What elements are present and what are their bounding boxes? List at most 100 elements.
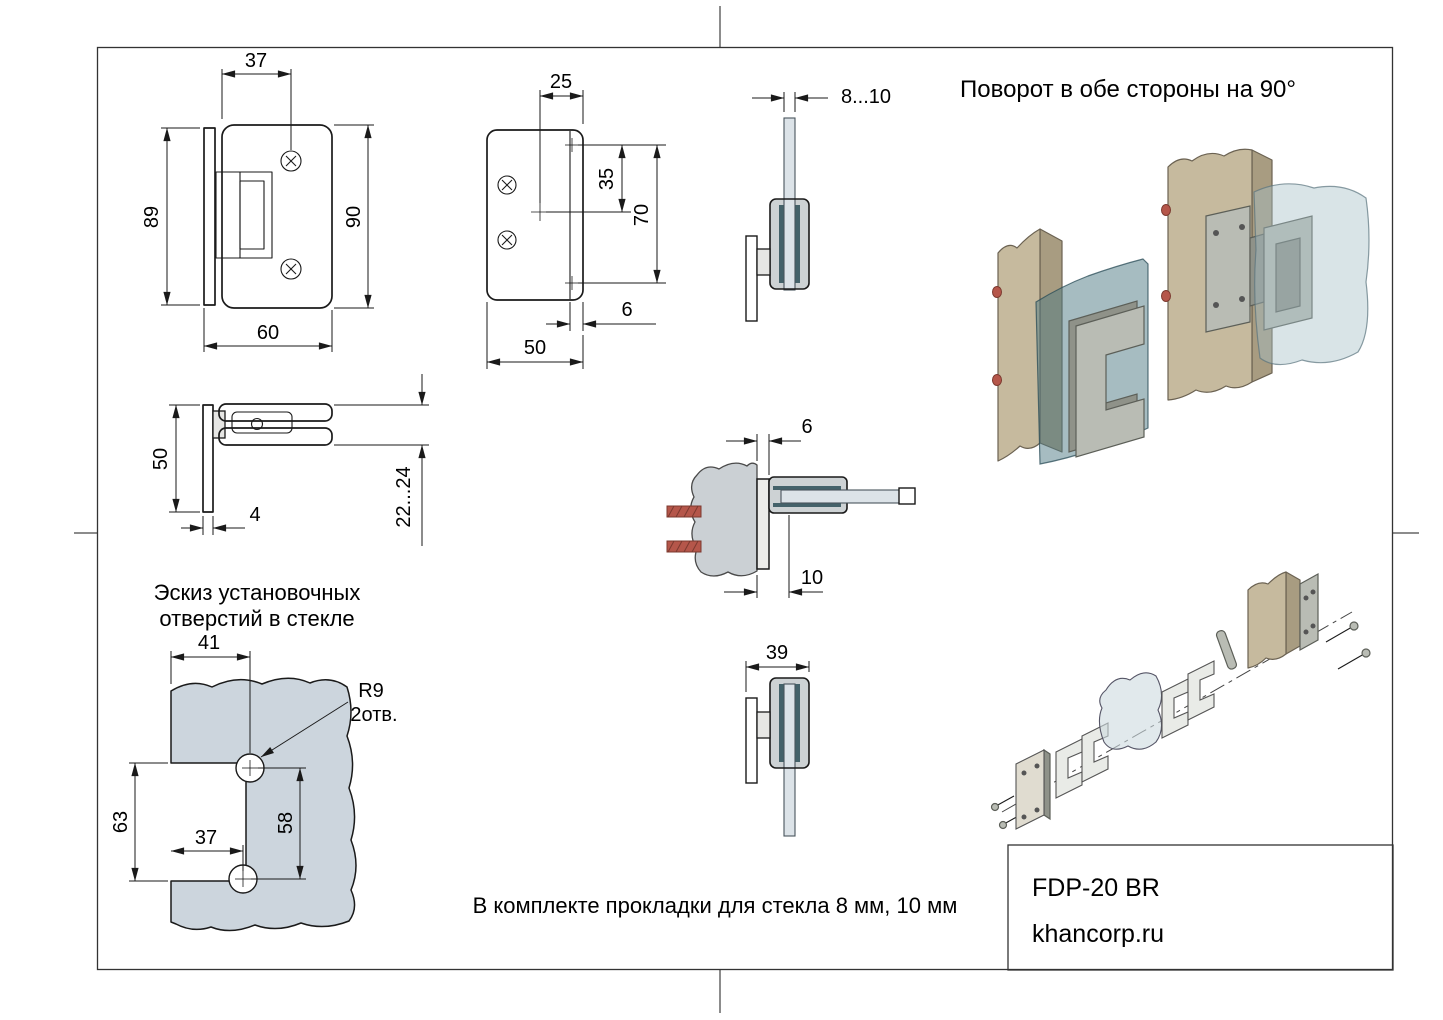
clamp-top-bar (218, 403, 333, 422)
dim-hole-x-bottom: 37 (170, 827, 244, 871)
dim-bottom-edge-width: 39 (745, 642, 810, 692)
wood-block-front (997, 228, 1041, 462)
iso-view-right (1161, 148, 1370, 401)
dim-front-body-width-text: 60 (257, 322, 279, 344)
dim-profile-clamp-depth-text: 22...24 (393, 466, 415, 527)
wall-flange-outline (203, 127, 216, 306)
dim-section-plate-offset: 10 (724, 515, 823, 598)
glass-holes-title-line2: отверстий в стекле (159, 606, 354, 631)
dim-front-body-height-text: 90 (343, 206, 365, 228)
glass-end-cap (898, 487, 916, 505)
wall-plate-section (756, 478, 770, 570)
exploded-wall-plate (1015, 748, 1051, 830)
pivot-block (756, 248, 771, 276)
dim-section-wall-gap-text: 6 (801, 416, 812, 438)
wall-plate (745, 235, 758, 322)
screw-head (992, 374, 1002, 386)
dim-front-width-top-text: 37 (245, 50, 267, 72)
dim-hole-x-top-text: 41 (198, 632, 220, 654)
iso-view-left (992, 228, 1149, 465)
title-block: FDP-20 BR khancorp.ru (1007, 844, 1394, 971)
pivot-block (756, 711, 771, 739)
dim-hole-spacing: 58 (251, 767, 306, 880)
side-body-outline (486, 129, 584, 301)
website: khancorp.ru (1032, 920, 1164, 948)
dim-front-plate-height-text: 89 (141, 206, 163, 228)
sheet-frame (74, 6, 1419, 1013)
gasket-part (1187, 660, 1215, 721)
dim-profile-plate-height-text: 50 (150, 448, 172, 470)
front-view: 37 89 90 60 (141, 50, 374, 352)
side-screw-bottom (497, 230, 517, 250)
dim-notch-height: 63 (110, 762, 168, 882)
dim-bottom-edge-width-text: 39 (766, 642, 788, 664)
exploded-view (990, 571, 1371, 830)
wall-section (690, 462, 758, 577)
dim-side-center-to-edge-text: 25 (550, 71, 572, 93)
dim-front-body-height: 90 (334, 124, 374, 309)
wall-plate-profile (202, 404, 214, 513)
glass-strip (783, 117, 796, 291)
dim-side-edge-offset-text: 6 (621, 299, 632, 321)
dim-profile-plate-height: 50 (150, 404, 200, 513)
bottom-edge-view: 39 (745, 642, 810, 837)
clamp-outline (769, 198, 810, 290)
clamp-bottom-bar (218, 427, 333, 446)
dim-hole-x-top: 41 (170, 632, 251, 753)
hinge-clamp (1075, 305, 1145, 458)
screw-head (1161, 290, 1171, 302)
side-view: 25 35 70 6 50 (486, 71, 666, 369)
dim-front-body-width: 60 (203, 308, 333, 352)
gasket-part (1055, 738, 1083, 799)
glass-edge-view: 8...10 (745, 86, 891, 322)
glass-section (780, 489, 916, 504)
dim-profile-clamp-depth: 22...24 (334, 374, 429, 546)
section-view: 6 10 (666, 416, 916, 598)
dim-notch-height-text: 63 (110, 811, 132, 833)
exploded-hinge-block (1247, 571, 1319, 669)
dim-profile-plate-thickness-text: 4 (249, 504, 260, 526)
dim-section-wall-gap: 6 (726, 416, 813, 475)
anchor-screw-bottom (666, 540, 702, 553)
corner-screw-marks (565, 138, 579, 290)
dim-side-body-width-text: 50 (524, 337, 546, 359)
dim-side-screw-spacing: 70 (578, 144, 666, 284)
hole-center-marks (235, 760, 258, 887)
dim-hole-spacing-text: 58 (275, 812, 297, 834)
dim-side-edge-offset: 6 (546, 299, 656, 331)
dim-glass-thickness: 8...10 (752, 86, 891, 112)
hinge-body-outline (221, 124, 333, 309)
side-screw-top (497, 175, 517, 195)
dim-front-plate-height: 89 (141, 127, 200, 306)
dim-glass-thickness-text: 8...10 (841, 86, 891, 108)
pivot-pin-part (1215, 630, 1238, 670)
dim-hole-x-bottom-text: 37 (195, 827, 217, 849)
glass-strip (783, 683, 796, 837)
hole-count-text: 2отв. (350, 704, 397, 726)
glass-pane (170, 677, 357, 932)
glass-panel (1253, 183, 1370, 366)
wall-plate (745, 697, 758, 784)
dim-section-plate-offset-text: 10 (801, 567, 823, 589)
assembly-screws (1325, 621, 1371, 670)
hole-radius-text: R9 (358, 680, 384, 702)
dim-side-screw-to-center: 35 (546, 144, 666, 213)
dim-side-screw-to-center-text: 35 (596, 168, 618, 190)
pivot-pin (250, 417, 264, 431)
anchor-screw-top (666, 505, 702, 518)
glass-holes-title-line1: Эскиз установочных (154, 580, 361, 605)
knuckle-outline (215, 171, 273, 259)
dim-front-width-top: 37 (221, 50, 292, 150)
glass-holes-sketch: Эскиз установочных отверстий в стекле 41… (110, 580, 398, 932)
screw-head (1161, 204, 1171, 216)
dim-side-body-width: 50 (486, 302, 584, 369)
hinge-wall-plate (1205, 205, 1251, 333)
gasket-part (1161, 678, 1189, 739)
product-code: FDP-20 BR (1032, 874, 1160, 902)
glass-fragment (1098, 672, 1163, 750)
screw-head (992, 286, 1002, 298)
screw-bottom (280, 258, 302, 280)
screw-top (280, 150, 302, 172)
